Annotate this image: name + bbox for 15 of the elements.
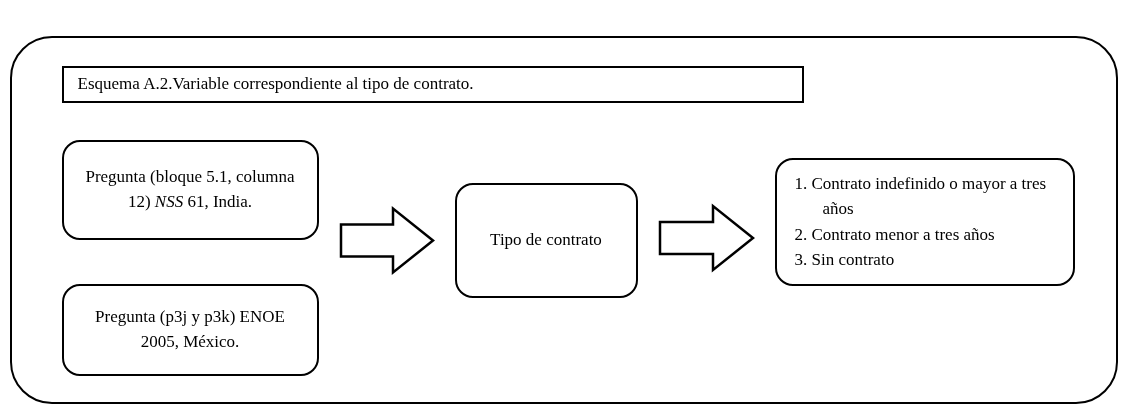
node-text: Tipo de contrato (490, 228, 602, 251)
title-box (61, 65, 804, 103)
list-item: 1. Contrato indefinido o mayor a tres años (794, 172, 1048, 220)
rounded-box (61, 283, 319, 376)
block-arrow (339, 205, 435, 276)
node-text: Pregunta (p3j y p3k) ENOE 2005, México. (94, 305, 286, 353)
outer-frame (10, 36, 1118, 404)
rounded-box (454, 182, 638, 298)
list-box (774, 157, 1075, 286)
list-item: 2. Contrato menor a tres años (794, 223, 996, 246)
node-text: Pregunta (bloque 5.1, columna 12) NSS 61, India. (84, 165, 296, 213)
block-arrow (658, 203, 755, 273)
rounded-box (61, 139, 319, 240)
list-item: 3. Sin contrato (794, 249, 896, 271)
node-text: Esquema A.2.Variable correspondiente al tipo de contrato. (77, 72, 474, 95)
